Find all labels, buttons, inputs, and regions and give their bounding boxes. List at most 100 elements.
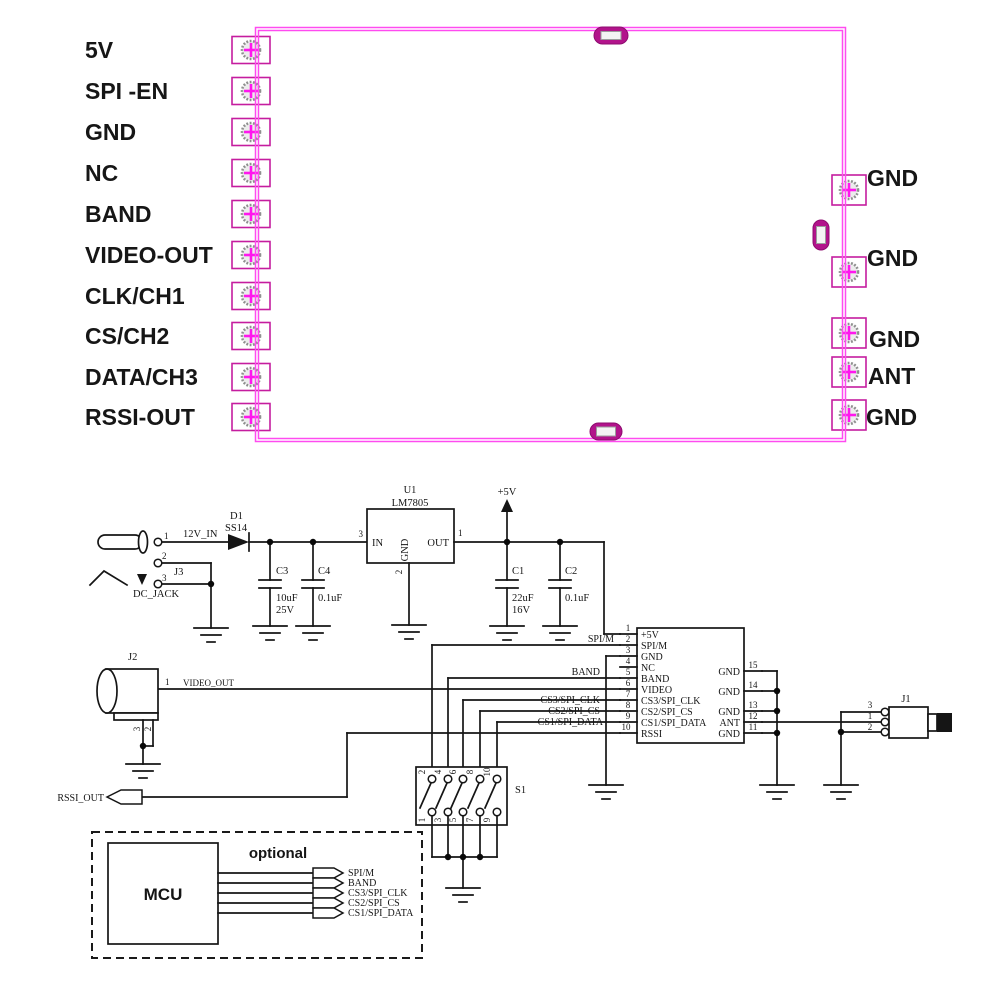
j3-part: DC_JACK bbox=[133, 589, 180, 600]
pad-ant bbox=[830, 355, 868, 389]
ground-c4 bbox=[295, 625, 331, 641]
schematic: 1 2 3 J3 DC_JACK 12V_IN D1 SS14 C3 10uF … bbox=[57, 485, 952, 959]
s1-pin1-number: 1 bbox=[417, 818, 427, 823]
s1-dip-switch: 2 4 6 8 10 1 3 5 7 9 S1 bbox=[415, 766, 526, 903]
c1-capacitor: C1 22uF 16V bbox=[489, 541, 534, 641]
ic-pin14-name: GND bbox=[718, 687, 740, 698]
ic-pin14-number: 14 bbox=[749, 680, 759, 690]
s1-pin6-number: 6 bbox=[448, 769, 458, 774]
j3-pin2-number: 2 bbox=[162, 551, 167, 561]
label-spi-en: SPI -EN bbox=[85, 78, 168, 104]
ic-pin2-name: SPI/M bbox=[641, 641, 667, 652]
pad-cs-ch2 bbox=[230, 321, 272, 351]
c4-capacitor: C4 0.1uF bbox=[295, 541, 342, 641]
net-spi-m: SPI/M bbox=[431, 634, 621, 776]
label-ant: ANT bbox=[868, 363, 915, 389]
plus5v-symbol: +5V bbox=[498, 487, 517, 543]
u1-part: LM7805 bbox=[392, 498, 429, 509]
u1-pin-gnd-number: 2 bbox=[394, 570, 404, 575]
pad-spi-en bbox=[230, 76, 272, 106]
s1-pin2-number: 2 bbox=[417, 770, 427, 775]
c4-ref: C4 bbox=[318, 566, 331, 577]
c3-voltage: 25V bbox=[276, 605, 295, 616]
flag-cs1 bbox=[312, 907, 344, 919]
label-video-out: VIDEO-OUT bbox=[85, 242, 213, 268]
net-band-label: BAND bbox=[572, 667, 600, 678]
net-12v-label: 12V_IN bbox=[183, 529, 218, 540]
ic-pin9-name: CS1/SPI_DATA bbox=[641, 718, 707, 729]
ic-pin1-number: 1 bbox=[626, 623, 631, 633]
dc-plug-symbol bbox=[97, 530, 163, 554]
u1-in-label: IN bbox=[372, 538, 383, 549]
j1-pin2-number: 2 bbox=[868, 722, 873, 732]
ground-c3 bbox=[252, 625, 288, 641]
s1-pin3-number: 3 bbox=[433, 817, 443, 822]
u1-regulator: U1 LM7805 3 IN OUT 1 GND 2 bbox=[359, 485, 463, 640]
ic-pin11-number: 11 bbox=[749, 722, 758, 732]
flag-band bbox=[312, 877, 344, 889]
label-gnd-r4: GND bbox=[866, 404, 917, 430]
net-rssi-label: RSSI_OUT bbox=[57, 793, 104, 804]
net-video-label: VIDEO_OUT bbox=[183, 678, 234, 688]
ic-pin10-number: 10 bbox=[622, 722, 632, 732]
ic-pin7-number: 7 bbox=[626, 689, 631, 699]
j1-pin1-number: 1 bbox=[868, 711, 873, 721]
ic-pin6-name: VIDEO bbox=[641, 685, 672, 696]
ground-j3 bbox=[193, 627, 229, 643]
j3-ref: J3 bbox=[174, 567, 183, 578]
j2-pin1-number: 1 bbox=[165, 677, 170, 687]
s1-pin8-number: 8 bbox=[465, 769, 475, 774]
c4-value: 0.1uF bbox=[318, 593, 342, 604]
plus5v-label: +5V bbox=[498, 487, 517, 498]
label-gnd: GND bbox=[85, 119, 136, 145]
ic-pin1-name: +5V bbox=[641, 630, 660, 641]
pad-band bbox=[230, 199, 272, 229]
component-footprint-bottom bbox=[589, 422, 623, 441]
c2-ref: C2 bbox=[565, 566, 577, 577]
pad-nc bbox=[230, 158, 272, 188]
j1-thread bbox=[937, 713, 952, 732]
board-outline-inner bbox=[257, 29, 844, 440]
component-footprint-top bbox=[593, 26, 629, 45]
jack-switch-arrow bbox=[137, 574, 147, 585]
pad-video-out bbox=[230, 240, 272, 270]
j2-pin3-number: 3 bbox=[132, 726, 142, 731]
pcb-left-labels: 5V SPI -EN GND NC BAND VIDEO-OUT CLK/CH1… bbox=[85, 37, 213, 430]
flag-cs3-label: CS3/SPI_CLK bbox=[348, 888, 408, 899]
pad-data-ch3 bbox=[230, 362, 272, 392]
label-5v: 5V bbox=[85, 37, 114, 63]
c3-ref: C3 bbox=[276, 566, 288, 577]
net-cs3-label: CS3/SPI_CLK bbox=[541, 695, 601, 706]
ic-pin13-number: 13 bbox=[749, 700, 759, 710]
flag-cs2-label: CS2/SPI_CS bbox=[348, 898, 400, 909]
j1-pin3-number: 3 bbox=[868, 700, 873, 710]
j3-dc-jack: 1 2 3 J3 DC_JACK bbox=[88, 531, 229, 643]
ground-c2 bbox=[542, 625, 578, 641]
s1-pin9-number: 9 bbox=[482, 817, 492, 822]
flag-band-label: BAND bbox=[348, 878, 376, 889]
label-gnd-r3: GND bbox=[869, 326, 920, 352]
pad-gnd-r2 bbox=[830, 255, 868, 289]
c2-value: 0.1uF bbox=[565, 593, 589, 604]
ic-pin3-number: 3 bbox=[626, 645, 631, 655]
receiver-ic: 1 2 3 4 5 6 7 8 9 10 +5V SPI/M GND NC BA… bbox=[619, 623, 763, 744]
s1-pin4-number: 4 bbox=[433, 769, 443, 774]
flag-cs3 bbox=[312, 887, 344, 899]
d1-ref: D1 bbox=[230, 511, 243, 522]
j1-antenna-connector: J1 3 1 2 bbox=[823, 694, 952, 800]
pad-gnd-r3 bbox=[830, 316, 868, 350]
label-cs-ch2: CS/CH2 bbox=[85, 323, 169, 349]
flag-spi-m bbox=[312, 867, 344, 879]
ic-pin8-number: 8 bbox=[626, 700, 631, 710]
d1-diode: D1 SS14 bbox=[225, 511, 250, 552]
ic-pin15-name: GND bbox=[718, 667, 740, 678]
ic-pin12-name: ANT bbox=[719, 718, 740, 729]
ic-pin8-name: CS2/SPI_CS bbox=[641, 707, 693, 718]
net-cs2-label: CS2/SPI_CS bbox=[548, 706, 600, 717]
s1-pin5-number: 5 bbox=[448, 817, 458, 822]
ic-pin4-name: NC bbox=[641, 663, 655, 674]
u1-out-label: OUT bbox=[427, 538, 449, 549]
pad-gnd-left bbox=[230, 117, 272, 147]
